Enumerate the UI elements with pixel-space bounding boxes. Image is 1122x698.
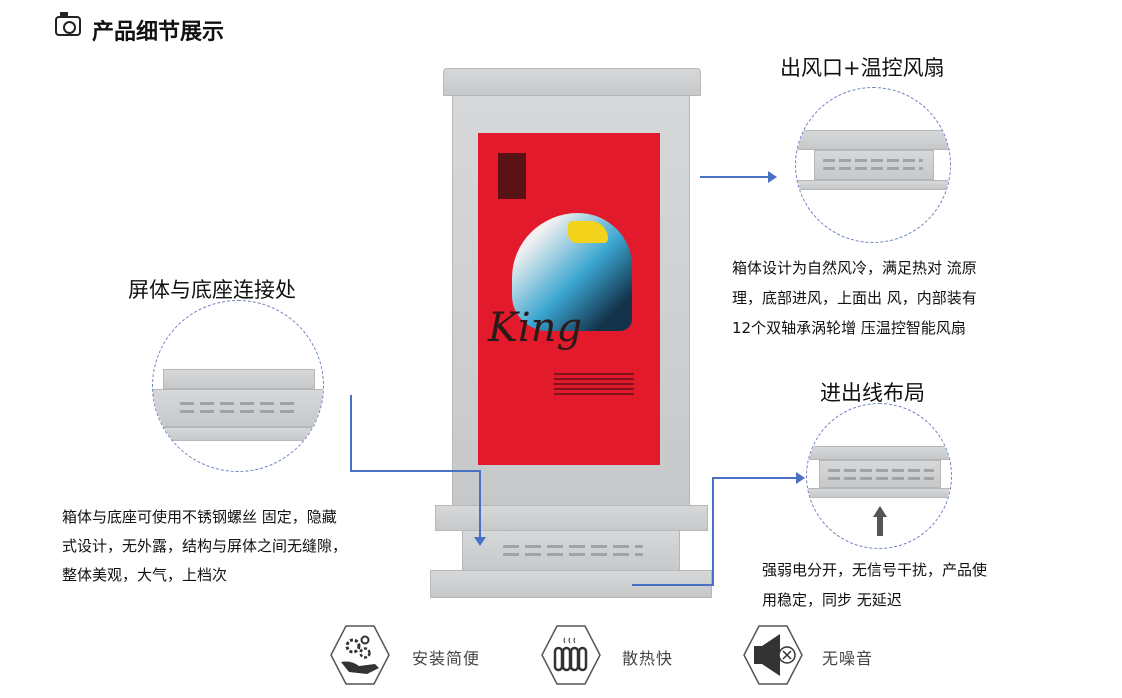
- detail-circle-vent: [795, 87, 951, 243]
- detail-circle-connection: [152, 300, 324, 472]
- gear-hand-icon: [330, 625, 390, 685]
- camera-icon: [55, 12, 81, 36]
- seal-logo: [498, 153, 526, 199]
- mute-speaker-icon: [743, 625, 803, 685]
- callout-title-vent: 出风口+温控风扇: [780, 56, 945, 80]
- kiosk-base-skirt: [435, 505, 708, 531]
- callout-text-wiring: 强弱电分开，无信号干扰，产品使 用稳定，同步 无延迟: [762, 561, 988, 609]
- kiosk-base-box: [462, 530, 680, 572]
- arrow-line: [700, 176, 770, 178]
- page-title: 产品细节展示: [92, 20, 225, 45]
- callout-title-connection: 屏体与底座连接处: [128, 278, 296, 302]
- radiator-icon: [541, 625, 601, 685]
- kiosk-screen: [478, 133, 660, 465]
- feature-label: 安装简便: [412, 649, 481, 668]
- arrow-line: [632, 584, 714, 586]
- callout-title-wiring: 进出线布局: [820, 381, 925, 405]
- poster-fine-text: [554, 373, 634, 397]
- callout-text-vent: 箱体设计为自然风冷，满足热对 流原 理，底部进风，上面出 风，内部装有 12个双…: [732, 259, 977, 337]
- arrow-line: [350, 395, 352, 471]
- arrow-line: [350, 470, 481, 472]
- callout-text-connection: 箱体与底座可使用不锈钢螺丝 固定，隐藏 式设计，无外露，结构与屏体之间无缝隙， …: [62, 508, 348, 584]
- arrow-line: [712, 477, 714, 586]
- arrow-line: [712, 477, 798, 479]
- feature-label: 散热快: [622, 649, 674, 668]
- feature-label: 无噪音: [822, 649, 874, 668]
- arrow-line: [479, 470, 481, 538]
- detail-circle-wiring: [806, 403, 952, 549]
- arrow-head-icon: [768, 171, 777, 183]
- up-arrow-icon: [873, 506, 887, 517]
- eagle-beak: [568, 221, 608, 243]
- kiosk-top-cap: [443, 68, 701, 96]
- arrow-head-icon: [474, 537, 486, 546]
- arrow-head-icon: [796, 472, 805, 484]
- poster-brand-text: King: [488, 305, 583, 351]
